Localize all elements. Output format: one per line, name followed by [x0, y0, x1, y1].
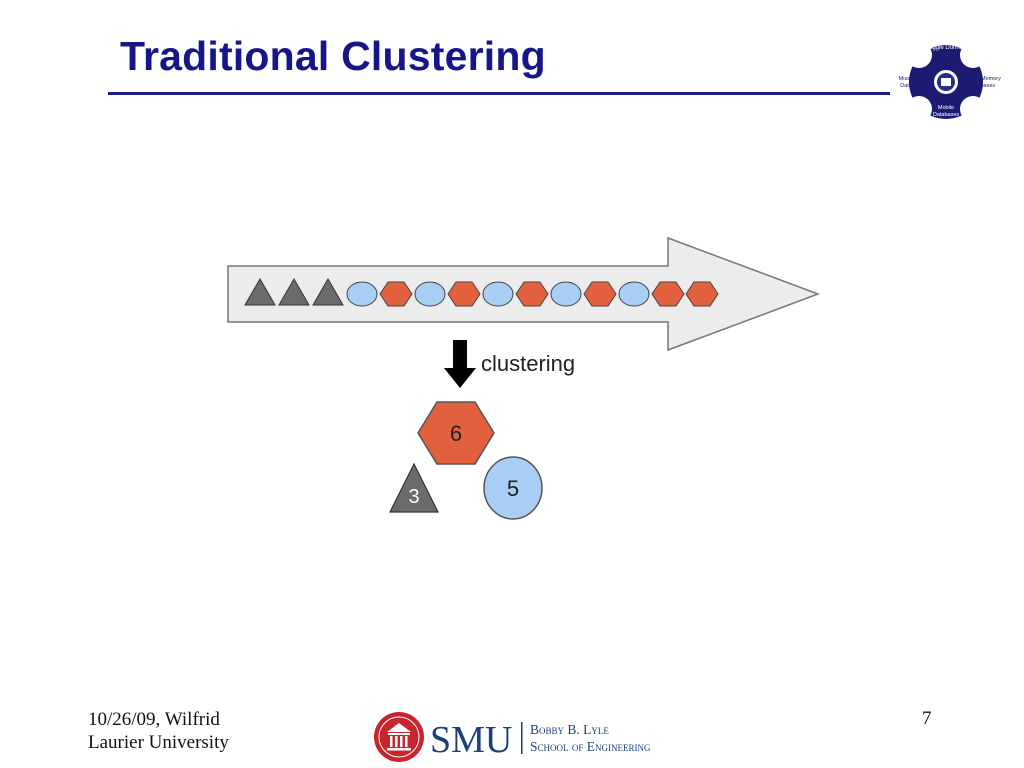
- stream-item-hexagon: [583, 281, 617, 307]
- stream-items: [244, 277, 719, 307]
- badge-top-label: Maggie Dunham: [924, 45, 968, 51]
- hexagon-cluster-count: 6: [450, 421, 462, 446]
- stream-item-circle: [618, 281, 650, 307]
- footer-line-1: 10/26/09, Wilfrid: [88, 709, 220, 730]
- hexagon-cluster: 6: [417, 401, 495, 465]
- slide-title: Traditional Clustering: [120, 33, 546, 79]
- footer-date-venue: 10/26/09, Wilfrid Laurier University: [88, 708, 229, 754]
- stream-item-hexagon: [685, 281, 719, 307]
- stream-item-hexagon: [651, 281, 685, 307]
- badge-gear-icon: [906, 42, 986, 122]
- down-arrow-icon: [444, 340, 476, 388]
- badge-bottom-label-2: Databases: [933, 112, 960, 118]
- stream-item-hexagon: [379, 281, 413, 307]
- smu-seal-icon: [374, 712, 424, 762]
- circle-cluster: 5: [483, 456, 543, 520]
- stream-item-circle: [482, 281, 514, 307]
- triangle-cluster: 3: [389, 462, 439, 513]
- badge-right-label-2: Databases: [969, 83, 996, 89]
- lyle-school-line-2: School of Engineering: [530, 739, 651, 754]
- smu-lyle-logo: SMU Bobby B. Lyle School of Engineering: [374, 712, 651, 762]
- logo-divider: [521, 722, 523, 754]
- badge-bottom-label-1: Mobile: [938, 105, 954, 111]
- lyle-school-line-1: Bobby B. Lyle: [530, 722, 609, 737]
- stream-item-triangle: [244, 277, 276, 306]
- stream-item-circle: [414, 281, 446, 307]
- stream-item-hexagon: [447, 281, 481, 307]
- stream-item-hexagon: [515, 281, 549, 307]
- stream-item-triangle: [312, 277, 344, 306]
- maggie-dunham-badge: Maggie Dunham Missing Data MainMemory Da…: [899, 42, 1001, 122]
- badge-left-label-1: Missing: [899, 76, 918, 82]
- smu-wordmark: SMU: [430, 719, 512, 761]
- stream-item-circle: [550, 281, 582, 307]
- page-number: 7: [922, 708, 932, 729]
- clustering-label: clustering: [481, 351, 575, 376]
- badge-right-label-1: MainMemory: [969, 76, 1001, 82]
- footer-line-2: Laurier University: [88, 732, 229, 753]
- stream-item-triangle: [278, 277, 310, 306]
- circle-cluster-count: 5: [507, 476, 519, 501]
- triangle-cluster-count: 3: [408, 486, 419, 508]
- title-divider: [108, 92, 890, 95]
- badge-left-label-2: Data: [900, 83, 913, 89]
- stream-item-circle: [346, 281, 378, 307]
